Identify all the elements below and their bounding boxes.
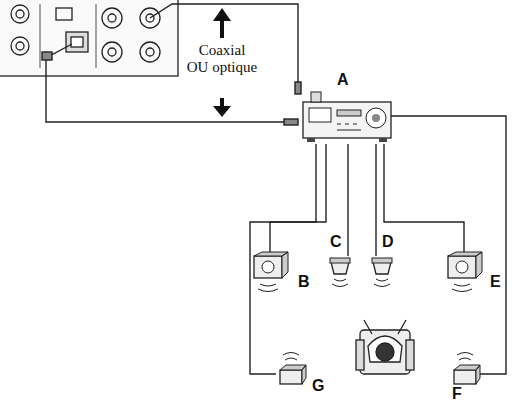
callout-letter: E — [490, 274, 501, 290]
callout-letter: A — [337, 72, 349, 88]
callout-letter: F — [452, 386, 462, 402]
receiver-icon — [303, 92, 391, 144]
speaker-icon — [446, 252, 482, 284]
callout-letter: D — [382, 234, 394, 250]
connection-label: Coaxial OU optique — [186, 42, 258, 76]
speaker-wire — [384, 144, 464, 252]
speaker-icon — [328, 256, 354, 282]
speaker: B — [252, 252, 288, 284]
speaker-icon — [370, 256, 396, 282]
digital-cable — [42, 4, 301, 125]
speaker: C — [328, 256, 354, 282]
speaker-wire — [250, 144, 316, 374]
callout-letter: G — [312, 378, 324, 394]
speaker-icon — [450, 362, 480, 384]
speaker: D — [370, 256, 396, 282]
speaker: E — [446, 252, 482, 284]
receiver: A — [303, 92, 391, 144]
speaker-wire — [270, 144, 326, 252]
callout-letter: C — [330, 234, 342, 250]
speaker-icon — [276, 362, 306, 384]
speaker-icon — [252, 252, 288, 284]
speaker-wire — [347, 144, 348, 256]
speaker-wire — [375, 144, 376, 256]
callout-letter: B — [298, 274, 310, 290]
speaker: G — [276, 362, 306, 384]
speaker-wire — [391, 116, 506, 374]
listener-figure — [356, 320, 414, 374]
speaker: F — [450, 362, 480, 384]
source-panel — [0, 0, 178, 76]
